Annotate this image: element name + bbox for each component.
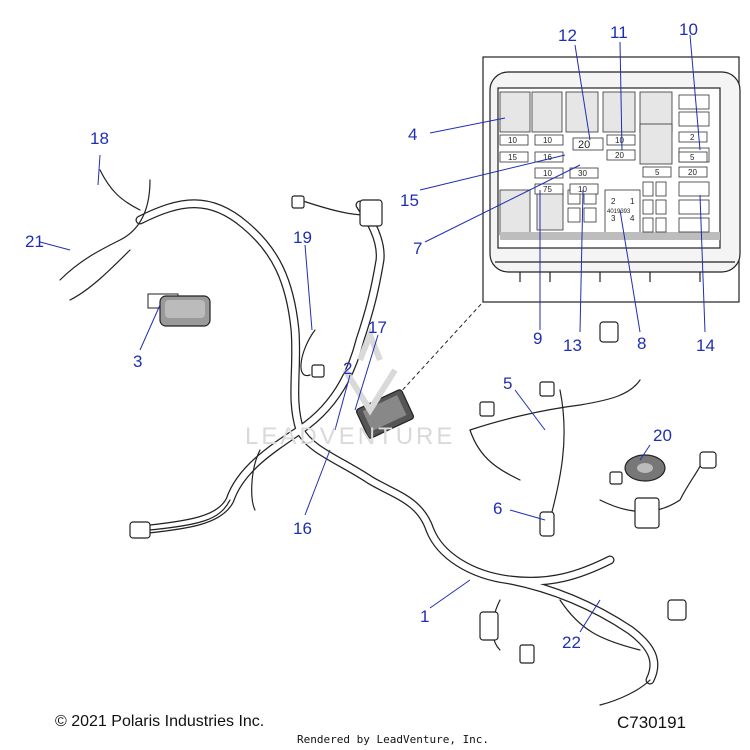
relay-pin: 1 (630, 197, 635, 206)
relay-pin: 3 (611, 214, 616, 223)
fuse-box-detail-inset (482, 56, 741, 303)
harness-fuse-box (355, 389, 415, 439)
fuse-rating: 10 (543, 136, 552, 145)
harness-connectors (129, 195, 717, 664)
diagram-code: C730191 (617, 713, 687, 732)
callout-17: 17 (368, 318, 387, 337)
callout-21: 21 (25, 232, 44, 251)
callout-18: 18 (90, 129, 109, 148)
fuse-rating: 20 (688, 168, 697, 177)
callout-16: 16 (293, 519, 312, 538)
control-module (147, 293, 211, 327)
watermark-text: LEADVENTURE (245, 423, 456, 450)
relay-pin: 4 (630, 214, 635, 223)
callout-13: 13 (563, 336, 582, 355)
callout-9: 9 (533, 329, 543, 348)
fuse-rating: 16 (543, 153, 552, 162)
rendered-by-credit: Rendered by LeadVenture, Inc. (297, 733, 490, 746)
callout-1: 1 (420, 607, 430, 626)
callout-6: 6 (493, 499, 503, 518)
callout-7: 7 (413, 239, 423, 258)
fuse-rating: 10 (543, 169, 552, 178)
callout-15: 15 (400, 191, 419, 210)
fuse-rating: 5 (690, 153, 695, 162)
callout-11: 11 (610, 23, 628, 42)
callout-12: 12 (558, 26, 577, 45)
fuse-rating: 10 (578, 185, 587, 194)
fuse-rating: 30 (578, 169, 587, 178)
harness-tubes (59, 169, 706, 706)
grommet (624, 454, 666, 482)
fuse-rating: 75 (543, 185, 552, 194)
callout-4: 4 (408, 125, 418, 144)
callout-10: 10 (679, 20, 698, 39)
fuse-rating: 15 (508, 153, 517, 162)
fuse-rating: 5 (655, 168, 660, 177)
callout-8: 8 (637, 334, 647, 353)
callout-20: 20 (653, 426, 672, 445)
fuse-rating: 2 (690, 133, 695, 142)
fuse-rating-labels: 10 10 15 16 20 10 30 75 10 10 20 5 2 5 2… (508, 133, 697, 223)
fuse-rating: 20 (615, 151, 624, 160)
relay-part-number: 4019393 (607, 209, 631, 215)
callout-22: 22 (562, 633, 581, 652)
fuse-rating: 10 (508, 136, 517, 145)
detail-leader-dashed (397, 301, 484, 396)
fuse-rating: 20 (578, 139, 590, 151)
callout-3: 3 (133, 352, 143, 371)
callout-19: 19 (293, 228, 312, 247)
leader-lines (39, 34, 706, 633)
callout-5: 5 (503, 374, 513, 393)
copyright-text: © 2021 Polaris Industries Inc. (55, 713, 265, 730)
watermark-logo (342, 326, 398, 416)
relay-pin: 2 (611, 197, 616, 206)
callout-2: 2 (343, 359, 353, 378)
callout-14: 14 (696, 336, 715, 355)
fuse-rating: 10 (615, 136, 624, 145)
